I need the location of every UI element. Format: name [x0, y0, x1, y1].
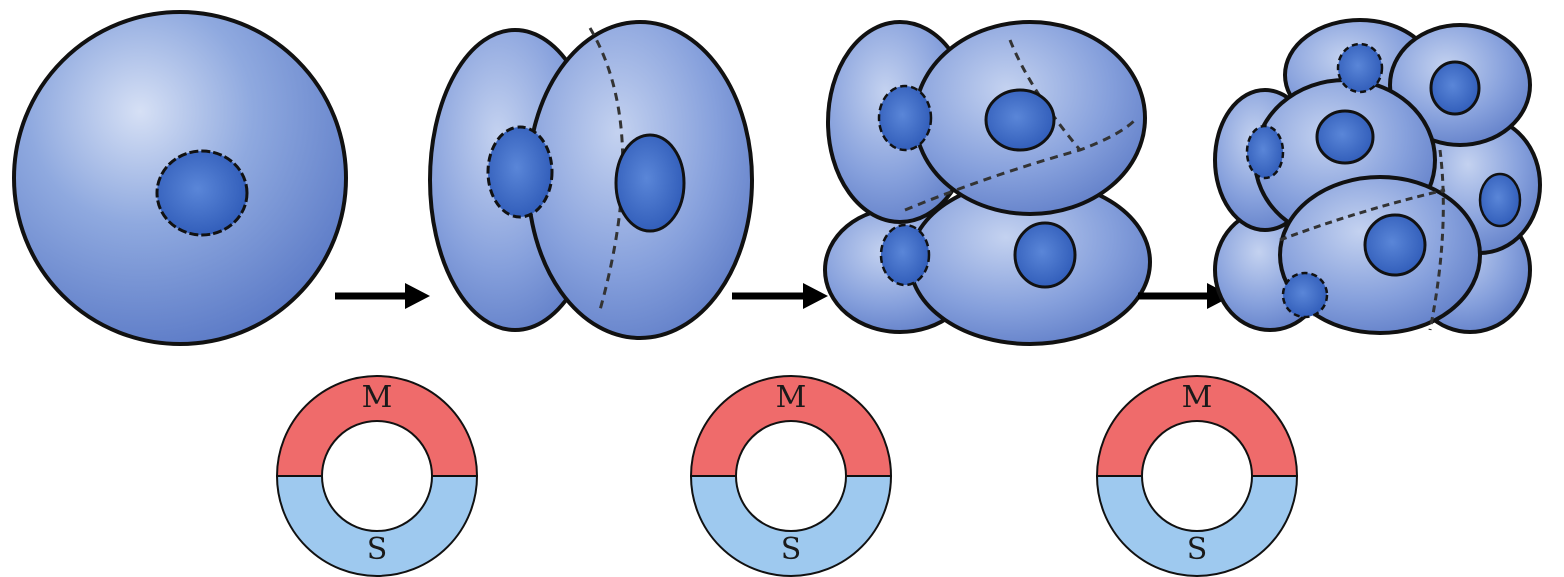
nucleus — [1478, 172, 1522, 228]
s-phase-label: S — [367, 532, 388, 567]
nucleus — [1315, 109, 1375, 165]
zygote — [12, 10, 348, 346]
nucleus — [1281, 271, 1329, 319]
zygote-nucleus — [155, 149, 249, 237]
cycle-ring-2: M S — [689, 375, 893, 577]
nucleus — [486, 125, 554, 219]
four-cell-embryo — [823, 20, 1152, 346]
s-phase-segment — [275, 475, 479, 577]
s-phase-label: S — [781, 532, 802, 567]
nucleus — [984, 88, 1056, 152]
arrow-1 — [335, 283, 430, 309]
m-phase-label: M — [776, 380, 807, 415]
nucleus — [614, 133, 686, 233]
m-phase-segment — [275, 375, 479, 477]
two-cell-embryo — [428, 20, 754, 340]
arrow-2 — [732, 283, 828, 309]
nucleus — [1363, 213, 1427, 277]
nucleus — [1429, 60, 1481, 116]
m-phase-segment — [1095, 375, 1299, 477]
eight-cell-embryo — [1213, 18, 1542, 335]
m-phase-label: M — [1182, 380, 1213, 415]
m-phase-segment — [689, 375, 893, 477]
s-phase-label: S — [1187, 532, 1208, 567]
m-phase-label: M — [362, 380, 393, 415]
nucleus — [1245, 124, 1285, 180]
nucleus — [879, 223, 931, 287]
s-phase-segment — [1095, 475, 1299, 577]
nucleus — [877, 84, 933, 152]
nucleus — [1336, 42, 1384, 94]
s-phase-segment — [689, 475, 893, 577]
cycle-ring-1: M S — [275, 375, 479, 577]
nucleus — [1013, 221, 1077, 289]
cycle-ring-3: M S — [1095, 375, 1299, 577]
